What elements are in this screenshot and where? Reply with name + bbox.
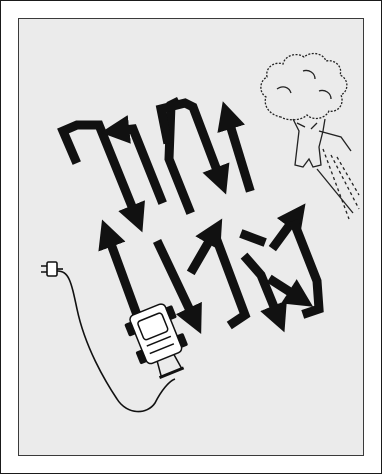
- power-plug-icon: [41, 262, 63, 276]
- arrow-11: [273, 281, 301, 299]
- arrow-2b: [169, 103, 189, 209]
- tree-icon: [261, 54, 359, 219]
- lawn-mowing-pattern-illustration: [19, 19, 363, 455]
- arrow-7b: [193, 231, 215, 269]
- arrow-5: [107, 233, 137, 315]
- arrow-10: [245, 235, 261, 241]
- arrow-7: [215, 235, 245, 323]
- arrow-8: [247, 259, 279, 319]
- mowing-direction-arrows: [63, 103, 319, 323]
- arrow-1: [63, 125, 137, 219]
- illustration-panel: [18, 18, 364, 456]
- arrow-4: [227, 115, 249, 187]
